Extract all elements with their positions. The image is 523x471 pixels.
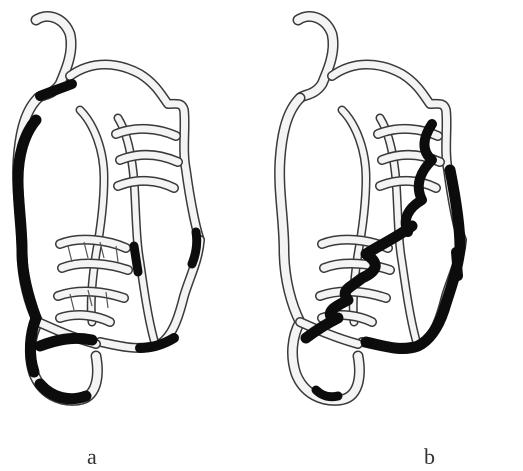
- panel-label-b: b: [424, 446, 435, 468]
- panel-b: b: [262, 0, 523, 471]
- protein-ribbon-a: [0, 0, 261, 440]
- panel-a: a: [0, 0, 261, 471]
- protein-ribbon-b: [262, 0, 523, 440]
- panel-label-a: a: [87, 446, 97, 468]
